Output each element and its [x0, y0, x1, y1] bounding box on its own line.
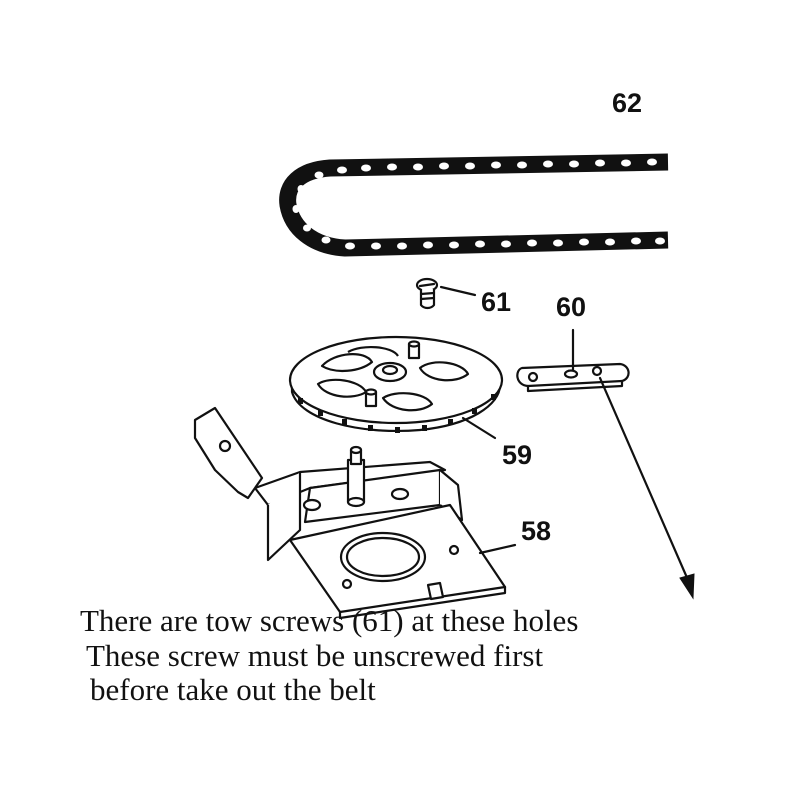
instruction-line-1: There are tow screws (61) at these holes: [80, 603, 579, 638]
callout-61: 61: [481, 287, 511, 317]
instruction-line-2: These screw must be unscrewed first: [86, 638, 544, 673]
callout-59: 59: [502, 440, 532, 470]
pulley: [288, 335, 504, 440]
chassis-plate: [193, 406, 517, 620]
bracket: [516, 328, 630, 393]
pointer-arrow: [598, 376, 695, 600]
callout-58: 58: [521, 516, 551, 546]
drive-belt: [279, 153, 669, 257]
callout-62: 62: [612, 88, 642, 118]
instruction-line-3: before take out the belt: [90, 672, 376, 707]
screw: [415, 277, 477, 310]
callout-60: 60: [556, 292, 586, 322]
